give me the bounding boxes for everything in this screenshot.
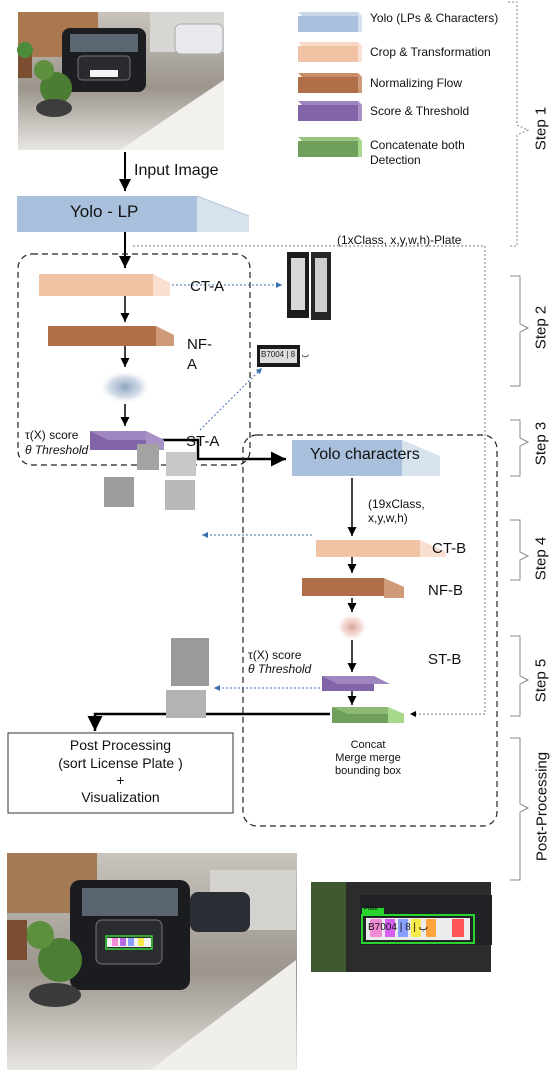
input-image-label: Input Image bbox=[134, 162, 219, 179]
flow-arrows bbox=[87, 152, 357, 731]
output-plate-text: B7004 | ب | 8 bbox=[368, 922, 429, 933]
legend-yolo-block-icon bbox=[298, 12, 362, 32]
ct-a-crops bbox=[287, 252, 331, 320]
nf-b-label: NF-B bbox=[428, 582, 463, 599]
step-label-post: Post-Processing bbox=[533, 751, 551, 862]
step4-brace bbox=[510, 519, 530, 581]
ct-a-label: CT-A bbox=[190, 278, 225, 295]
nf-a-distribution-icon bbox=[98, 370, 154, 404]
st-a-block bbox=[90, 431, 164, 450]
step-label-3: Step 3 bbox=[532, 421, 550, 466]
st-b-label: ST-B bbox=[428, 651, 462, 668]
ct-b-label: CT-B bbox=[432, 540, 467, 557]
legend-label-concat: Concatenate both Detection bbox=[370, 138, 465, 167]
step5-brace bbox=[510, 635, 530, 717]
step-label-4: Step 4 bbox=[532, 536, 550, 581]
arrow-st-a-to-yolo-chars bbox=[148, 438, 286, 467]
output-photo bbox=[7, 853, 297, 1070]
st-a-plate-text: B7004 | ب | 8 bbox=[261, 350, 310, 359]
legend-label-yolo: Yolo (LPs & Characters) bbox=[370, 11, 499, 25]
nf-b-block bbox=[302, 578, 404, 598]
output-plate-zoom bbox=[311, 882, 492, 972]
legend-score-block-icon bbox=[298, 101, 362, 121]
stage-b-group bbox=[242, 434, 498, 827]
legend-crop-block-icon bbox=[298, 42, 362, 62]
post-processing-line4: Visualization bbox=[81, 789, 160, 805]
plate-output-label: (1xClass, x,y,w,h)-Plate bbox=[337, 233, 462, 247]
nf-a-label-line2: A bbox=[187, 356, 198, 373]
char-output-label-line1: (19xClass, bbox=[368, 497, 425, 511]
legend-label-nf: Normalizing Flow bbox=[370, 76, 463, 90]
score-b-label: τ(X) score bbox=[248, 648, 302, 662]
yolo-lp-block bbox=[17, 195, 250, 232]
threshold-b-label: θ Threshold bbox=[248, 662, 312, 676]
concat-block bbox=[332, 707, 404, 723]
link-st-a-to-plate bbox=[199, 367, 263, 431]
legend-nf-block-icon bbox=[298, 73, 362, 93]
step1-brace bbox=[508, 1, 530, 247]
output-plate-tag: Plate bbox=[364, 906, 378, 912]
legend bbox=[298, 12, 362, 157]
yolo-lp-label: Yolo - LP bbox=[70, 202, 139, 221]
legend-label-crop: Crop & Transformation bbox=[370, 45, 491, 59]
step-label-5: Step 5 bbox=[532, 658, 550, 703]
step3-brace bbox=[510, 419, 530, 477]
ct-a-block bbox=[39, 274, 170, 296]
post-processing-line1: Post Processing bbox=[69, 737, 172, 753]
nf-a-label-line1: NF- bbox=[187, 336, 212, 353]
post-processing-box bbox=[7, 732, 234, 814]
ct-b-block bbox=[316, 540, 446, 557]
step2-brace bbox=[510, 275, 530, 387]
input-photo bbox=[17, 12, 224, 150]
step-braces bbox=[508, 1, 530, 881]
score-a-label: τ(X) score bbox=[25, 428, 79, 442]
post-processing-line3: + bbox=[116, 772, 125, 788]
yolo-chars-label: Yolo characters bbox=[310, 446, 420, 463]
post-processing-line2: (sort License Plate ) bbox=[58, 755, 183, 771]
nf-b-distribution-icon bbox=[336, 613, 368, 641]
st-a-plate-image bbox=[257, 345, 300, 367]
legend-concat-block-icon bbox=[298, 137, 362, 157]
legend-label-score: Score & Threshold bbox=[370, 104, 470, 118]
concat-label-line1: Concat bbox=[350, 739, 386, 751]
char-output-label-line2: x,y,w,h) bbox=[368, 511, 408, 525]
nf-a-block bbox=[48, 326, 174, 346]
st-a-label: ST-A bbox=[186, 433, 220, 450]
post-brace bbox=[510, 737, 530, 881]
concat-label-line3: bounding box bbox=[334, 765, 402, 777]
plate-output-path bbox=[133, 245, 486, 717]
yolo-chars-block bbox=[292, 440, 440, 476]
threshold-a-label: θ Threshold bbox=[25, 443, 89, 457]
ct-b-crops bbox=[104, 444, 196, 510]
st-b-block bbox=[322, 676, 390, 691]
step-label-2: Step 2 bbox=[532, 305, 550, 350]
step-label-1: Step 1 bbox=[532, 106, 550, 151]
concat-label-line2: Merge merge bbox=[335, 752, 401, 764]
arrow-concat-to-post bbox=[87, 712, 330, 731]
st-b-chars bbox=[166, 638, 209, 718]
stage-a-group bbox=[17, 253, 251, 466]
